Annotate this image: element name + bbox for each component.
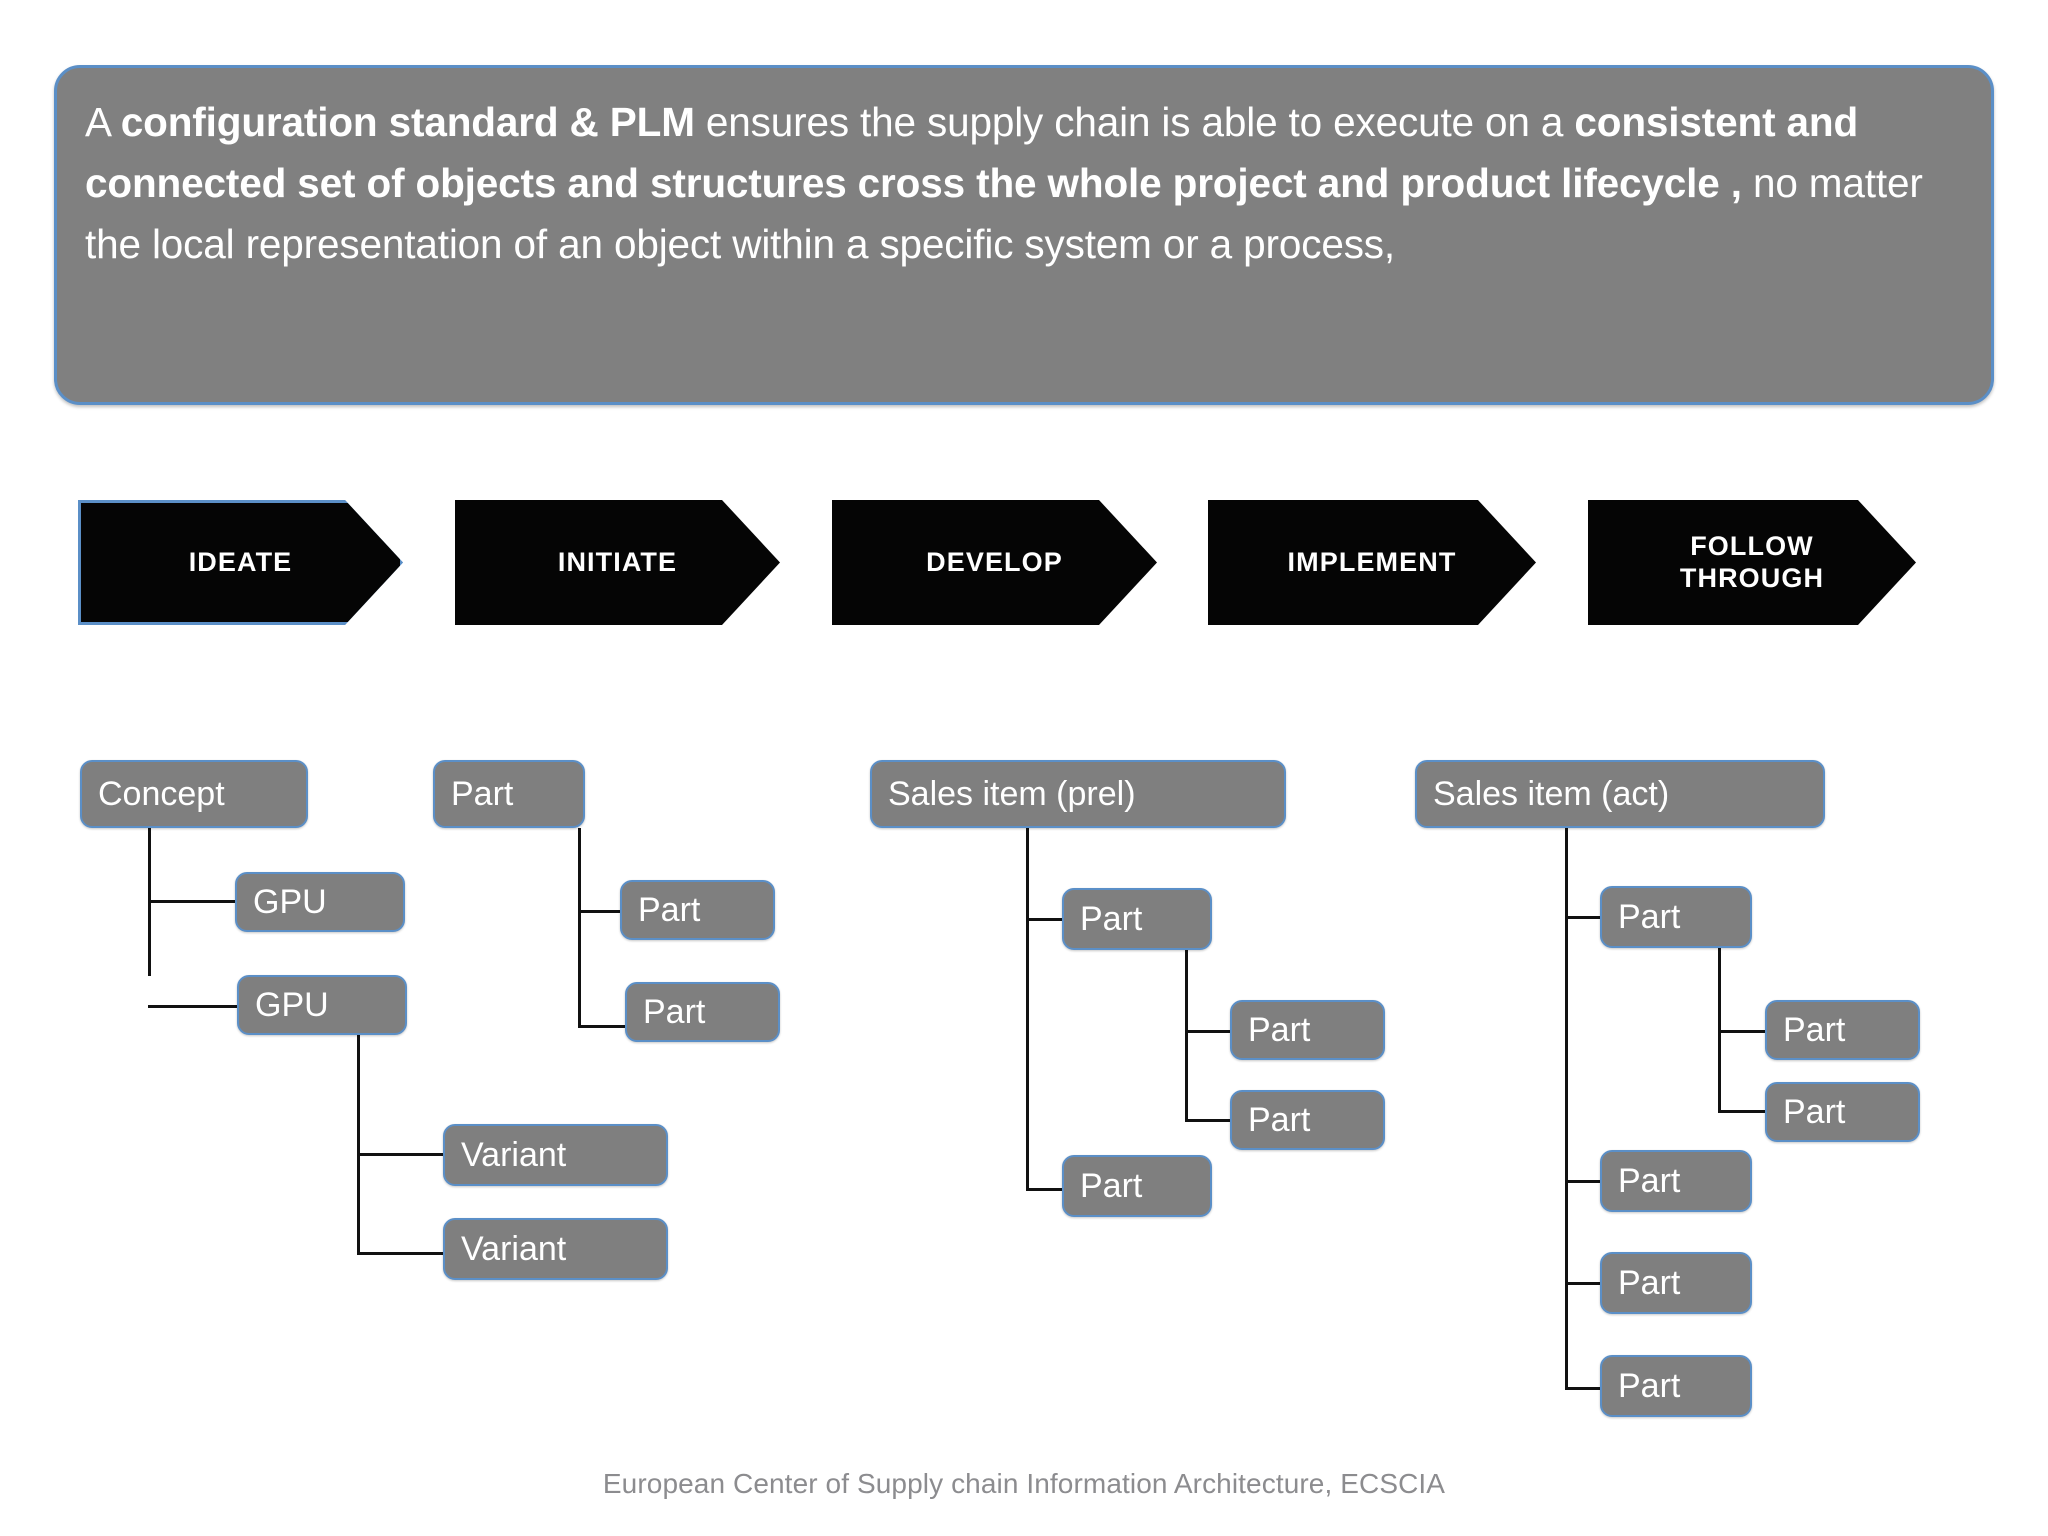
process-chevron-row: IDEATE INITIATE DEVELOP IMPLEMENT FOLLOW… xyxy=(0,500,2048,635)
tree-node[interactable]: Part xyxy=(1062,888,1212,950)
tree-connector xyxy=(1718,1110,1768,1113)
tree-connector xyxy=(1718,1030,1768,1033)
process-step-initiate[interactable]: INITIATE xyxy=(455,500,780,625)
tree-connector xyxy=(1565,1180,1605,1183)
process-step-label: FOLLOW THROUGH xyxy=(1679,530,1825,593)
process-step-ideate[interactable]: IDEATE xyxy=(78,500,403,625)
process-step-label: IDEATE xyxy=(188,546,293,577)
tree-connector xyxy=(1185,1030,1233,1033)
statement-plain: no matter the local representation of an… xyxy=(85,160,1934,267)
tree-connector xyxy=(1565,916,1605,919)
tree-connector xyxy=(1565,828,1568,1390)
tree-node[interactable]: Sales item (prel) xyxy=(870,760,1286,828)
statement-emphasis: consistent and connected set of objects … xyxy=(85,99,1870,206)
statement-plain: ensures the supply chain is able to exec… xyxy=(694,99,1575,145)
tree-connector xyxy=(1185,950,1188,1122)
footer-attribution: European Center of Supply chain Informat… xyxy=(602,1468,1446,1499)
tree-connector xyxy=(578,1025,628,1028)
process-step-label: DEVELOP xyxy=(926,546,1063,577)
tree-connector xyxy=(148,900,238,903)
tree-connector xyxy=(357,1035,360,1255)
tree-node[interactable]: Part xyxy=(433,760,585,828)
tree-connector xyxy=(1565,1387,1605,1390)
tree-node[interactable]: Part xyxy=(620,880,775,940)
tree-connector xyxy=(578,910,623,913)
tree-connector xyxy=(148,1005,240,1008)
tree-node[interactable]: Variant xyxy=(443,1218,668,1280)
tree-node[interactable]: Part xyxy=(1765,1082,1920,1142)
process-step-label: INITIATE xyxy=(557,546,678,577)
tree-node[interactable]: Part xyxy=(1765,1000,1920,1060)
process-step-label: IMPLEMENT xyxy=(1287,546,1457,577)
statement-text: A configuration standard & PLM ensures t… xyxy=(85,92,1965,275)
tree-node[interactable]: Part xyxy=(625,982,780,1042)
tree-connector xyxy=(357,1252,445,1255)
tree-node[interactable]: Part xyxy=(1600,1252,1752,1314)
tree-node[interactable]: Part xyxy=(1230,1090,1385,1150)
tree-connector xyxy=(1026,828,1029,1190)
tree-connector xyxy=(1185,1119,1233,1122)
tree-connector xyxy=(578,828,581,1028)
process-step-follow-through[interactable]: FOLLOW THROUGH xyxy=(1588,500,1916,625)
tree-node[interactable]: Variant xyxy=(443,1124,668,1186)
statement-callout-box: A configuration standard & PLM ensures t… xyxy=(54,65,1994,405)
process-step-develop[interactable]: DEVELOP xyxy=(832,500,1157,625)
tree-connector xyxy=(1026,918,1066,921)
tree-node[interactable]: Part xyxy=(1062,1155,1212,1217)
tree-node[interactable]: GPU xyxy=(235,872,405,932)
tree-connector xyxy=(1026,1188,1066,1191)
tree-node[interactable]: Part xyxy=(1600,886,1752,948)
tree-connector xyxy=(1565,1282,1605,1285)
tree-node[interactable]: Sales item (act) xyxy=(1415,760,1825,828)
tree-node[interactable]: Part xyxy=(1600,1355,1752,1417)
statement-emphasis: configuration standard & PLM xyxy=(120,99,695,145)
tree-node[interactable]: GPU xyxy=(237,975,407,1035)
tree-connector xyxy=(357,1153,445,1156)
tree-node[interactable]: Part xyxy=(1230,1000,1385,1060)
tree-node[interactable]: Concept xyxy=(80,760,308,828)
statement-plain: A xyxy=(85,99,121,145)
process-step-implement[interactable]: IMPLEMENT xyxy=(1208,500,1536,625)
tree-node[interactable]: Part xyxy=(1600,1150,1752,1212)
